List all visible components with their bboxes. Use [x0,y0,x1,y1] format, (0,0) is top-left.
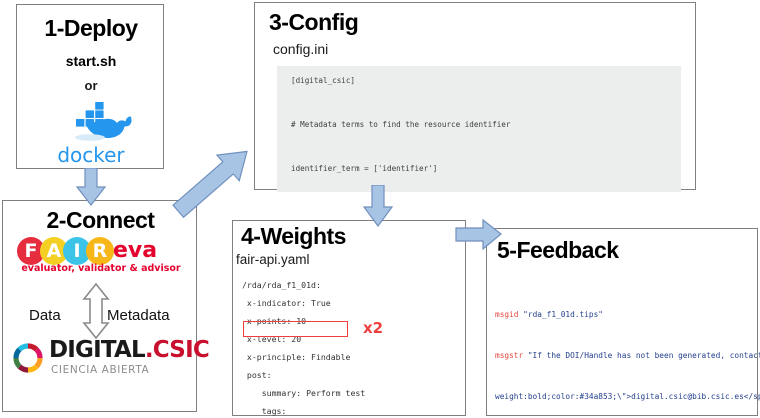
weights-code-after: x-principle: Findable post: summary: Per… [246,352,366,417]
po-key: msgid [495,310,519,320]
po-line: msgid "rda_f1_01d.tips" [495,308,757,322]
dc-dot: . [144,337,154,363]
weights-title: 4-Weights [241,223,346,249]
deploy-or-label: or [84,78,98,93]
po-line: msgstr "If the DOI/Handle has not been g… [495,349,760,363]
dc-word-digital: DIGITAL [49,337,146,363]
docker-wordmark: docker [57,143,125,167]
connect-title: 2-Connect [46,207,155,233]
multiplier-annotation: x2 [363,319,384,337]
arrow-config-to-weights [361,184,395,232]
faireva-logo: F A I R eva [17,237,185,273]
weights-code-before: /rda/rda_f1_01d: x-indicator: True x-poi… [242,280,331,327]
config-filename-label: config.ini [273,41,329,57]
docker-whale-icon [17,101,165,148]
fair-letter-r: R [86,237,114,265]
po-text: weight:bold;color:#34a853;\">digital.csi… [495,391,760,401]
sdg-color-wheel-icon [11,341,45,380]
arrow-deploy-to-connect [74,167,108,211]
arrow-weights-to-feedback [455,218,503,257]
data-label: Data [29,307,61,324]
po-key: msgstr [495,350,524,360]
po-line: weight:bold;color:#34a853;\">digital.csi… [495,390,760,404]
x-level-highlight-box [243,321,348,337]
feedback-title: 5-Feedback [497,237,619,263]
digitalcsic-wordmark: DIGITAL.CSIC [49,337,210,363]
fair-eva-suffix: eva [113,238,158,263]
faireva-tagline: evaluator, validator & advisor [21,263,181,274]
step-box-connect: 2-Connect F A I R eva evaluator, validat… [2,200,210,412]
weights-highlighted-line: x-level: 20 [242,334,302,345]
digitalcsic-subtitle: CIENCIA ABIERTA [51,364,150,376]
po-text: "If the DOI/Handle has not been generate… [523,350,760,360]
step-box-weights: 4-Weights fair-api.yaml /rda/rda_f1_01d:… [232,220,466,416]
deploy-title: 1-Deploy [44,15,138,41]
arrow-connect-to-config [163,140,263,227]
dc-word-csic: CSIC [152,337,210,363]
config-title: 3-Config [269,9,359,35]
metadata-label: Metadata [107,307,170,324]
config-code-block: [digital_csic] # Metadata terms to find … [277,65,681,192]
po-text: "rda_f1_01d.tips" [518,310,603,320]
step-box-deploy: 1-Deploy start.sh or docker [16,4,164,169]
weights-filename-label: fair-api.yaml [236,252,310,267]
step-box-feedback: 5-Feedback msgid "rda_f1_01d.tips" msgst… [486,228,760,418]
deploy-script-label: start.sh [65,53,117,69]
feedback-code-block: msgid "rda_f1_01d.tips" msgstr "If the D… [495,281,760,418]
step-box-config: 3-Config config.ini [digital_csic] # Met… [254,2,696,192]
weights-code-block: /rda/rda_f1_01d: x-indicator: True x-poi… [242,276,464,418]
bidirectional-vertical-arrow-icon [81,282,111,344]
digitalcsic-logo: DIGITAL.CSIC CIENCIA ABIERTA [11,337,210,383]
